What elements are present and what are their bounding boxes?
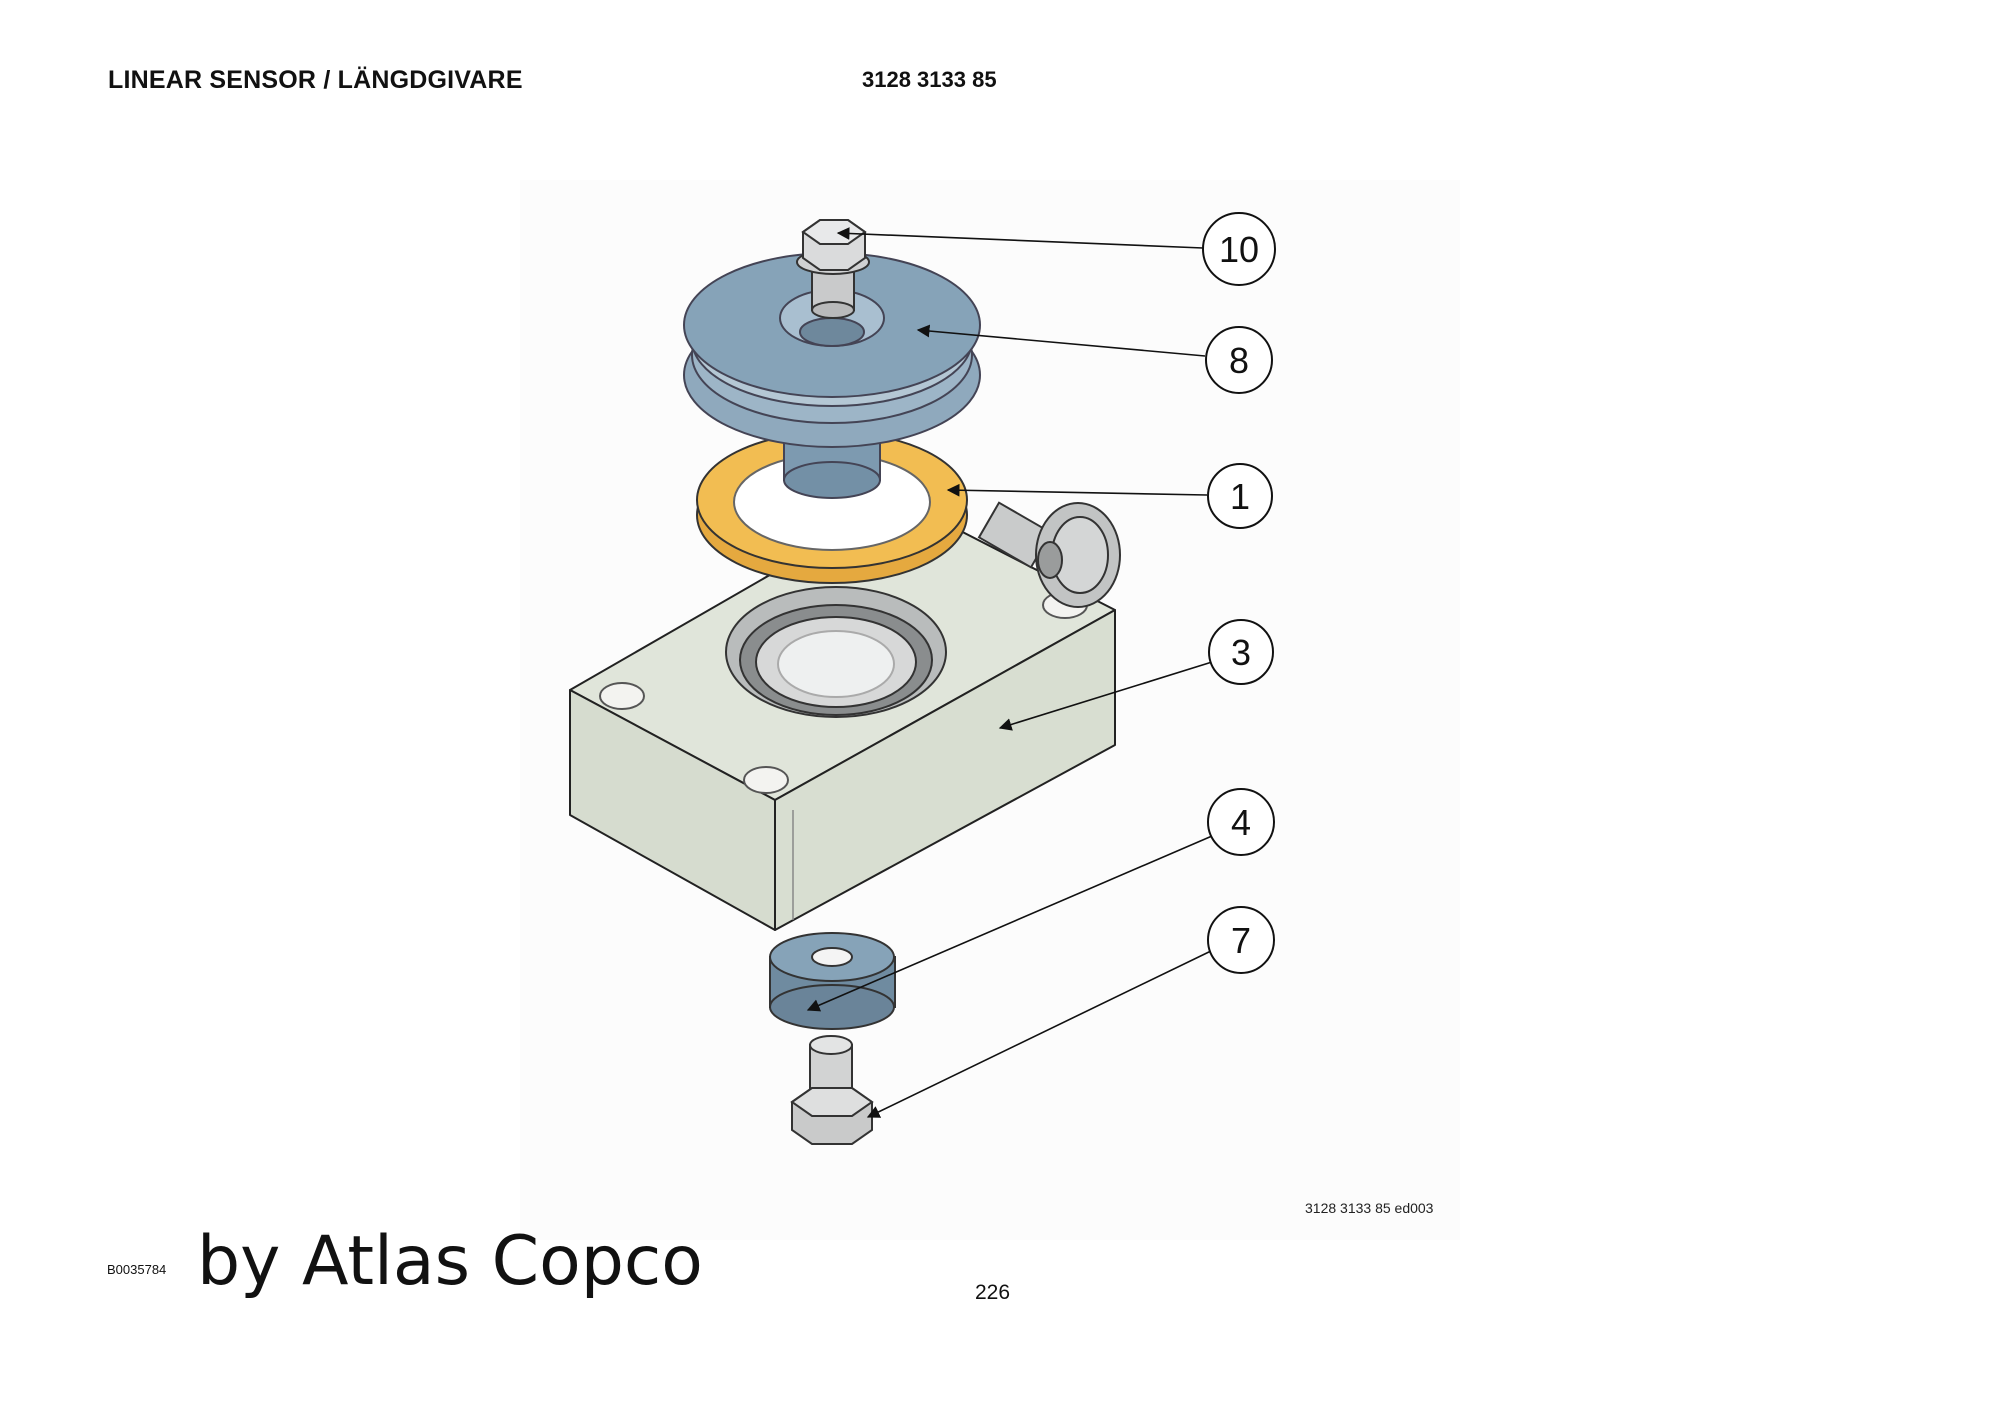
balloon-4: 4	[1207, 788, 1275, 856]
side-connector	[977, 501, 1121, 608]
housing-bore	[725, 586, 947, 718]
exploded-view-drawing: 10 8 1 3 4 7	[569, 212, 1276, 1145]
svg-text:8: 8	[1229, 340, 1249, 381]
leader-line-4	[806, 835, 1213, 1012]
leader-line-10	[836, 227, 1204, 249]
figure-reference: 3128 3133 85 ed003	[1305, 1200, 1434, 1216]
watermark-text: by Atlas Copco	[197, 1222, 703, 1301]
svg-text:3: 3	[1231, 632, 1251, 673]
bottom-bolt-part	[790, 1035, 874, 1145]
leader-lines	[806, 227, 1214, 1118]
document-id: B0035784	[107, 1262, 167, 1277]
page-number: 226	[975, 1281, 1011, 1304]
leader-line-3	[998, 661, 1213, 731]
svg-text:10: 10	[1219, 229, 1259, 270]
balloon-3: 3	[1208, 619, 1274, 685]
part-number: 3128 3133 85	[862, 67, 997, 92]
page-title: LINEAR SENSOR / LÄNGDGIVARE	[108, 66, 523, 94]
balloon-10: 10	[1202, 212, 1276, 286]
exploded-view-figure: 10 8 1 3 4 7	[520, 180, 1460, 1240]
leader-line-1	[946, 483, 1208, 497]
pulley-part	[683, 252, 981, 499]
svg-text:4: 4	[1231, 802, 1251, 843]
balloon-1: 1	[1207, 463, 1273, 529]
leader-line-8	[916, 324, 1206, 357]
svg-text:7: 7	[1231, 920, 1251, 961]
balloon-7: 7	[1207, 906, 1275, 974]
leader-line-7	[866, 949, 1214, 1118]
balloon-8: 8	[1205, 326, 1273, 394]
svg-text:1: 1	[1230, 476, 1250, 517]
